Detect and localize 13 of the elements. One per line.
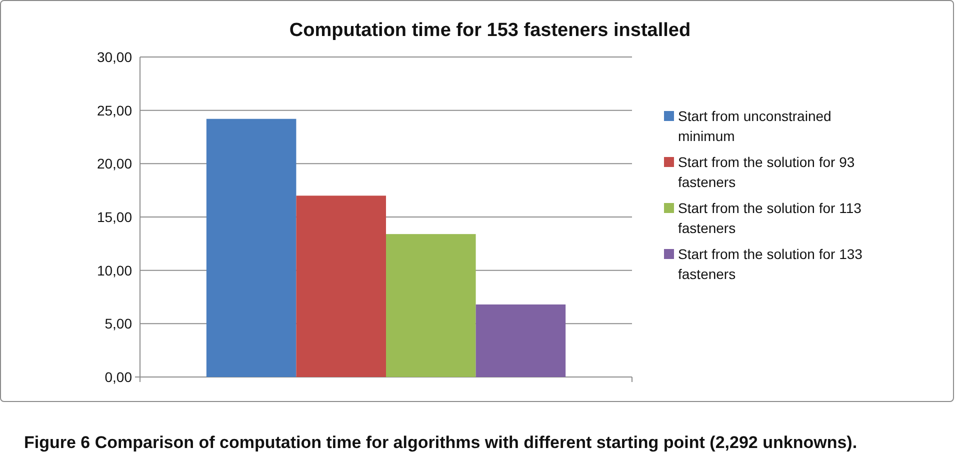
tick-label: 30,00 [96, 49, 132, 65]
tick-label: 15,00 [96, 209, 132, 225]
legend-label: Start from the solution for 133 fasteners [678, 246, 862, 282]
tick-label: 0,00 [104, 369, 132, 385]
figure-caption: Figure 6 Comparison of computation time for algorithms with different starting point (2,292 unknowns). [24, 432, 858, 454]
tick-label: 25,00 [96, 102, 132, 118]
legend-label: Start from the solution for 113 fasteners [678, 200, 862, 236]
tick-label: 20,00 [96, 156, 132, 172]
legend-label: Start from the solution for 93 fasteners [678, 154, 855, 190]
tick-label: 10,00 [96, 262, 132, 278]
chart-title: Computation time for 153 fasteners installed [288, 20, 692, 42]
legend-label: Start from unconstrained minimum [678, 108, 832, 144]
tick-label: 5,00 [104, 316, 132, 332]
